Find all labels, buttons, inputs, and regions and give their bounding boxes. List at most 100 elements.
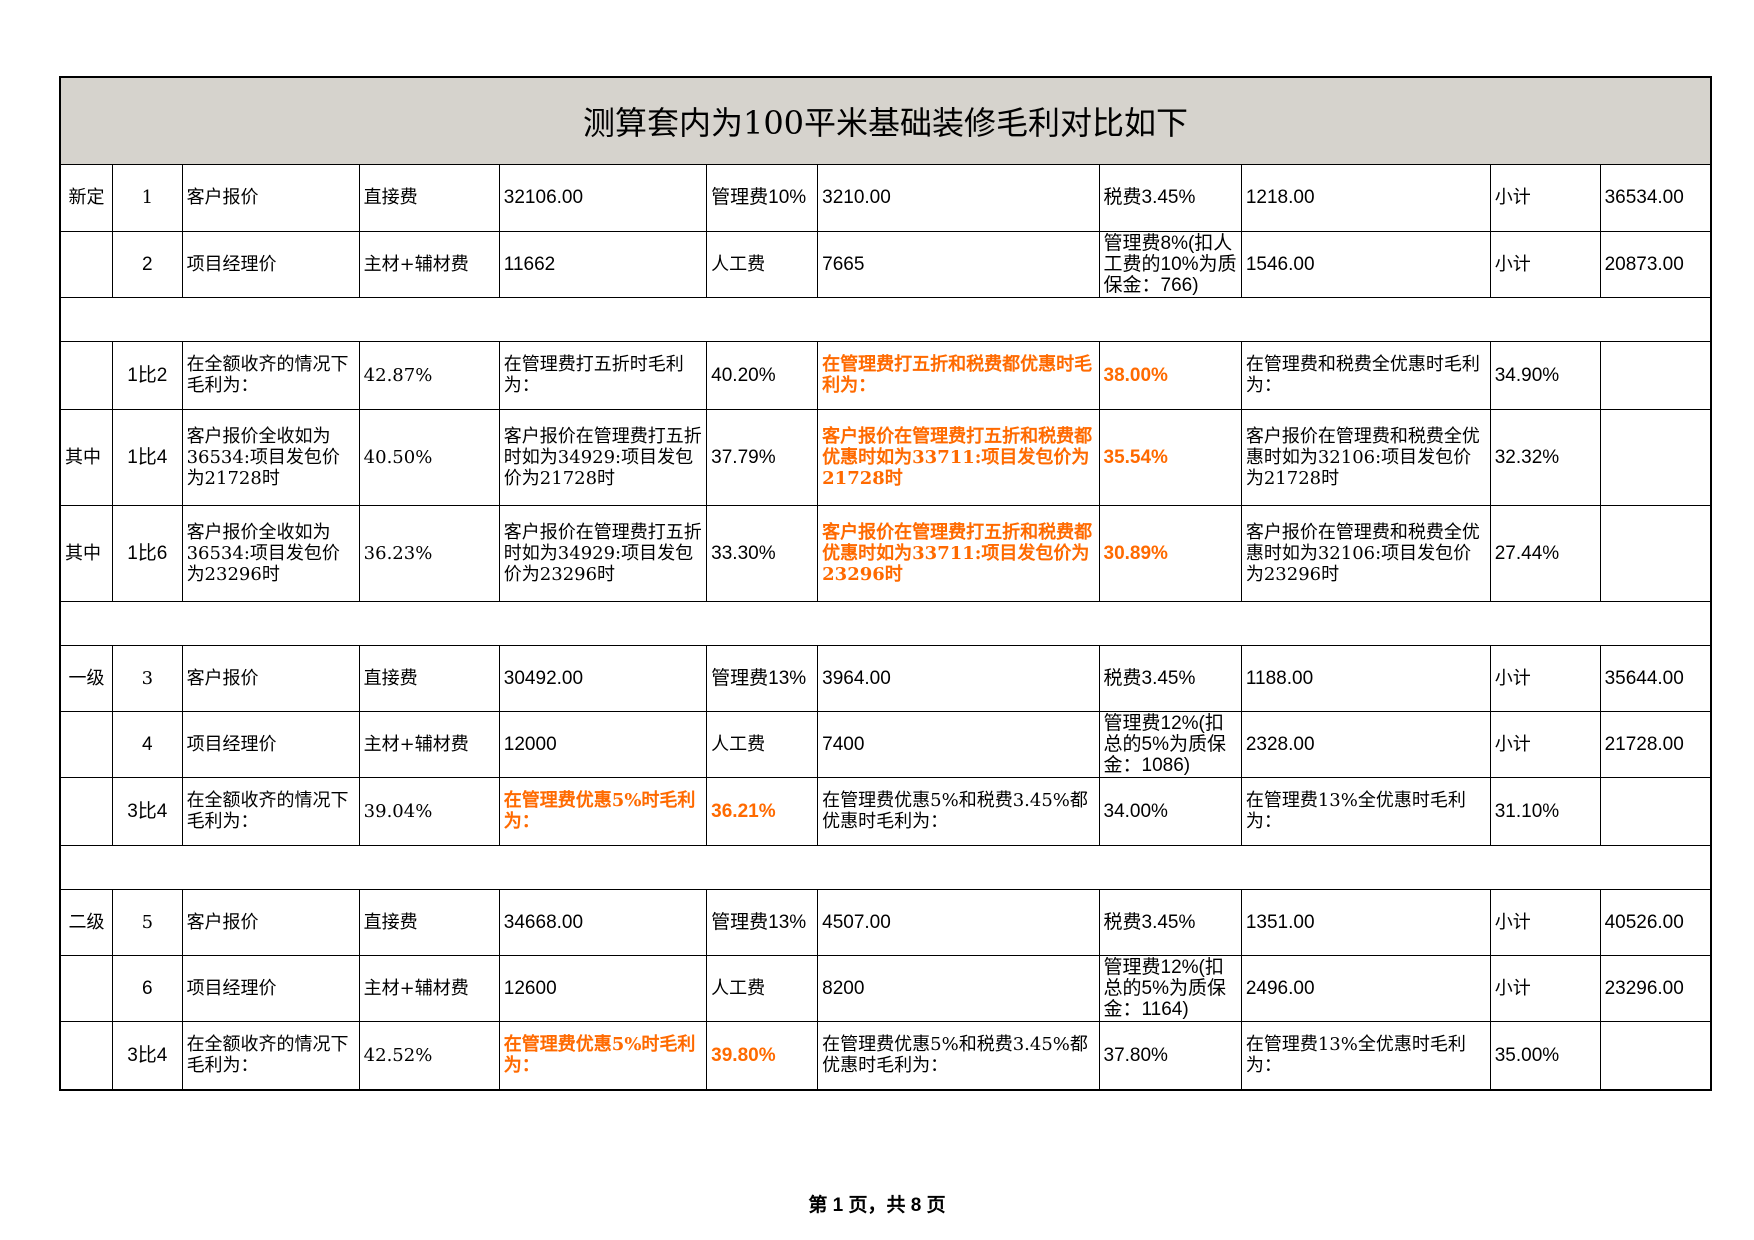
- cell: 税费3.45%: [1098, 165, 1242, 232]
- table-row: 二级 5 客户报价 直接费 34668.00 管理费13% 4507.00 税费…: [61, 888, 1710, 956]
- cell: 27.44%: [1489, 504, 1601, 602]
- cell: 客户报价: [181, 165, 360, 232]
- cell: 在管理费优惠5%时毛利为：: [498, 776, 708, 846]
- cell: 5: [112, 888, 183, 956]
- cell: 直接费: [358, 888, 500, 956]
- cell: 34.90%: [1489, 340, 1601, 410]
- cell: [1599, 1020, 1710, 1089]
- cell: [61, 230, 114, 298]
- cell: 客户报价在管理费和税费全优惠时如为32106:项目发包价为23296时: [1240, 504, 1491, 602]
- cell: 管理费13%: [706, 888, 819, 956]
- cell: 7400: [817, 710, 1100, 778]
- cell-text: 管理费12%(扣总的5%为质保金：1164): [1103, 956, 1226, 1020]
- cell: 12600: [498, 954, 708, 1022]
- cell: 20873.00: [1599, 230, 1710, 298]
- cell: 32.32%: [1489, 408, 1601, 506]
- cell: 在管理费优惠5%时毛利为：: [498, 1020, 708, 1089]
- cell: 3比4: [112, 776, 183, 846]
- cell: 小计: [1489, 954, 1601, 1022]
- cell: 管理费13%: [706, 644, 819, 712]
- cell: 小计: [1489, 710, 1601, 778]
- cell: 二级: [61, 888, 114, 956]
- cell: 人工费: [706, 230, 819, 298]
- cell: 客户报价全收如为36534:项目发包价为23296时: [181, 504, 360, 602]
- table-row: 1比2 在全额收齐的情况下毛利为： 42.87% 在管理费打五折时毛利为： 40…: [61, 340, 1710, 410]
- cell: 4: [112, 710, 183, 778]
- cell: 34668.00: [498, 888, 708, 956]
- cell: 21728.00: [1599, 710, 1710, 778]
- cell: 2328.00: [1240, 710, 1491, 778]
- cell: 4507.00: [817, 888, 1100, 956]
- cell: 项目经理价: [181, 954, 360, 1022]
- cell: 8200: [817, 954, 1100, 1022]
- cell: 37.80%: [1098, 1020, 1242, 1089]
- cell: 3比4: [112, 1020, 183, 1089]
- spacer-row: [61, 600, 1710, 646]
- cell: 在管理费13%全优惠时毛利为：: [1240, 776, 1491, 846]
- cell: [1599, 408, 1710, 506]
- cell: 35.00%: [1489, 1020, 1601, 1089]
- cell: 在管理费和税费全优惠时毛利为：: [1240, 340, 1491, 410]
- cell: [61, 776, 114, 846]
- cell: 管理费12%(扣总的5%为质保金：1086): [1098, 710, 1242, 778]
- cell: 42.87%: [358, 340, 500, 410]
- cell: 主材+辅材费: [358, 230, 500, 298]
- cell: 人工费: [706, 710, 819, 778]
- cell: 客户报价在管理费和税费全优惠时如为32106:项目发包价为21728时: [1240, 408, 1491, 506]
- cell: 客户报价全收如为36534:项目发包价为21728时: [181, 408, 360, 506]
- cell: 3210.00: [817, 165, 1100, 232]
- cell: 2496.00: [1240, 954, 1491, 1022]
- cell: 40.20%: [706, 340, 819, 410]
- cell: 30.89%: [1098, 504, 1242, 602]
- cell: 1188.00: [1240, 644, 1491, 712]
- table-row: 新定 1 客户报价 直接费 32106.00 管理费10% 3210.00 税费…: [61, 165, 1710, 232]
- cell: [61, 954, 114, 1022]
- cell: 23296.00: [1599, 954, 1710, 1022]
- cell: 客户报价: [181, 888, 360, 956]
- cell: 客户报价在管理费打五折和税费都优惠时如为33711:项目发包价为23296时: [817, 504, 1100, 602]
- table-row: 6 项目经理价 主材+辅材费 12600 人工费 8200 管理费12%(扣总的…: [61, 954, 1710, 1022]
- cell: 在管理费优惠5%和税费3.45%都优惠时毛利为：: [817, 1020, 1100, 1089]
- cell: 11662: [498, 230, 708, 298]
- cell: 35.54%: [1098, 408, 1242, 506]
- cell: 税费3.45%: [1098, 888, 1242, 956]
- cell: 6: [112, 954, 183, 1022]
- table-row: 其中 1比4 客户报价全收如为36534:项目发包价为21728时 40.50%…: [61, 408, 1710, 506]
- cell: 管理费10%: [706, 165, 819, 232]
- table-row: 其中 1比6 客户报价全收如为36534:项目发包价为23296时 36.23%…: [61, 504, 1710, 602]
- cell: 39.04%: [358, 776, 500, 846]
- cell: 12000: [498, 710, 708, 778]
- cell: 管理费12%(扣总的5%为质保金：1164): [1098, 954, 1242, 1022]
- cell: 主材+辅材费: [358, 954, 500, 1022]
- cell: 直接费: [358, 165, 500, 232]
- spacer-row: [61, 296, 1710, 342]
- cell: 36.23%: [358, 504, 500, 602]
- cell-text: 管理费8%(扣人工费的10%为质保金：766): [1103, 232, 1237, 296]
- cell: 35644.00: [1599, 644, 1710, 712]
- cell: 7665: [817, 230, 1100, 298]
- cell: 37.79%: [706, 408, 819, 506]
- cell: 40.50%: [358, 408, 500, 506]
- cell: 其中: [61, 504, 114, 602]
- table-row: 2 项目经理价 主材+辅材费 11662 人工费 7665 管理费8%(扣人工费…: [61, 230, 1710, 298]
- cell: [61, 340, 114, 410]
- cell: 一级: [61, 644, 114, 712]
- cell: 30492.00: [498, 644, 708, 712]
- table-row: 3比4 在全额收齐的情况下毛利为： 39.04% 在管理费优惠5%时毛利为： 3…: [61, 776, 1710, 846]
- spreadsheet: 测算套内为100平米基础装修毛利对比如下 新定 1 客户报价 直接费 32106…: [59, 76, 1712, 1091]
- cell: 新定: [61, 165, 114, 232]
- margin-table: 新定 1 客户报价 直接费 32106.00 管理费10% 3210.00 税费…: [61, 165, 1710, 1089]
- cell: 在管理费优惠5%和税费3.45%都优惠时毛利为：: [817, 776, 1100, 846]
- cell: 客户报价: [181, 644, 360, 712]
- cell: 42.52%: [358, 1020, 500, 1089]
- cell: [1599, 776, 1710, 846]
- cell: 客户报价在管理费打五折时如为34929:项目发包价为21728时: [498, 408, 708, 506]
- cell: 主材+辅材费: [358, 710, 500, 778]
- cell: [1599, 340, 1710, 410]
- cell: 1比2: [112, 340, 183, 410]
- cell: 客户报价在管理费打五折时如为34929:项目发包价为23296时: [498, 504, 708, 602]
- cell: 32106.00: [498, 165, 708, 232]
- table-row: 3比4 在全额收齐的情况下毛利为： 42.52% 在管理费优惠5%时毛利为： 3…: [61, 1020, 1710, 1089]
- cell: 在全额收齐的情况下毛利为：: [181, 340, 360, 410]
- table-row: 4 项目经理价 主材+辅材费 12000 人工费 7400 管理费12%(扣总的…: [61, 710, 1710, 778]
